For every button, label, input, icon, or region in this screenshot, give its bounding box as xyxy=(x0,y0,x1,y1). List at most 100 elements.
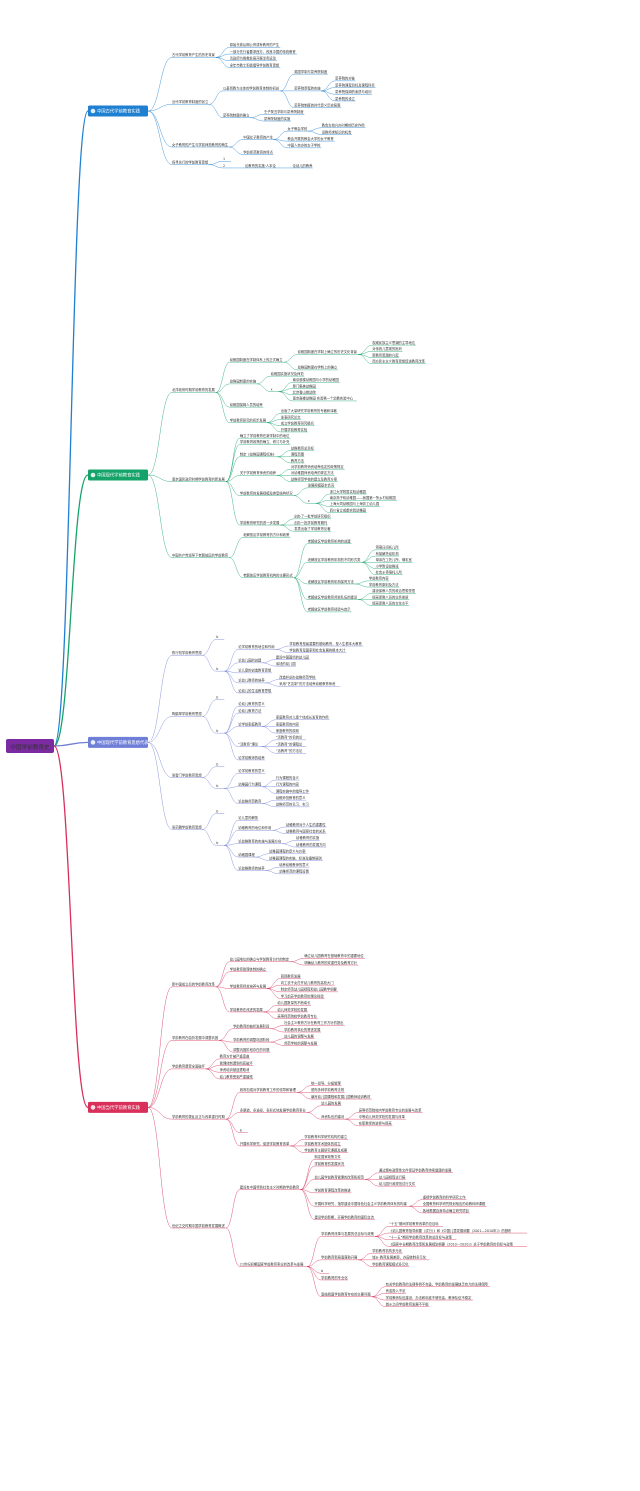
mind-map-node-node[interactable]: 对传统儿童观的批判 xyxy=(372,346,403,352)
branch-node-b2[interactable]: 中国现代学前教育实践 xyxy=(88,469,148,481)
mind-map-node-node[interactable]: 幼稚师范学校的建立及教育方案 xyxy=(290,476,339,482)
mind-map-node-node[interactable]: 学前教育学术团体的成立 xyxy=(304,1141,342,1147)
mind-map-node-b[interactable]: b xyxy=(216,667,225,672)
mind-map-node-node[interactable]: 幼稚园制度在学制体系上的正式确立 xyxy=(229,357,284,363)
mind-map-node-node[interactable]: 高等师范院校学前教育专业 xyxy=(277,1013,318,1019)
mind-map-node-node[interactable]: 学前教育的调整巩固阶段 xyxy=(233,1037,271,1043)
mind-map-node-node[interactable]: 学前教育改革与发展的总目标与政策 xyxy=(321,1231,376,1237)
mind-map-node-node[interactable]: 中国共产党领导下老解放区的学前教育 xyxy=(172,552,230,558)
mind-map-node-node[interactable]: 学前教育课程改革的推进 xyxy=(314,1188,352,1194)
mind-map-node-node[interactable]: 通过颁布政策性文件保证学前教育持续健康的发展 xyxy=(378,1168,453,1173)
mind-map-node-node[interactable]: 学前教育机构多元化 xyxy=(372,1248,403,1254)
mind-map-node-node[interactable]: 一部分先行者要求西方，改良中国的传统教育 xyxy=(229,49,298,55)
mind-map-node-2010-2020[interactable]: 《国家中长期教育改革和发展规划纲要（2010—2020）》关于学前教育的目标与政… xyxy=(389,1241,528,1247)
mind-map-node-node[interactable]: 多渠道、多途径、多形式地发展学前教育事业 xyxy=(239,1107,308,1113)
mind-map-node-node[interactable]: 论学前教育的地位和作用 xyxy=(238,644,276,650)
mind-map-node-node[interactable]: 四川省立成都实验幼稚园 xyxy=(329,507,367,513)
mind-map-node-node[interactable]: 清政府为挽救危局开展洋务运动 xyxy=(229,56,277,61)
mind-map-node-node[interactable]: 成立学前教育研究组织 xyxy=(280,421,315,426)
mind-map-node-node[interactable]: 老解放区学前教育机构的创建 xyxy=(307,538,352,544)
mind-map-node-node[interactable]: 寄宿日间托儿所 xyxy=(375,545,400,551)
mind-map-node-node[interactable]: 在职教师的进修与提高 xyxy=(358,1121,393,1127)
mind-map-node-node[interactable]: 创办了一批学前研究组织 xyxy=(294,514,332,520)
mind-map-node-node[interactable]: 女子教会学校 xyxy=(287,126,308,132)
mind-map-node-node[interactable]: 开展科学研究，促进学前教育改革 xyxy=(239,1141,291,1147)
mind-map-node-node[interactable]: 中国女子教育的产生 xyxy=(243,134,274,140)
mind-map-node-node[interactable]: 老解放区学前教育师资队伍的建设 xyxy=(307,594,359,600)
mind-map-node-node[interactable]: 女子教育的产生与学前师范教育的萌生 xyxy=(172,142,230,148)
mind-map-node-node[interactable]: 学前教师队伍建设、办法和标准不够完善、教师队伍不稳定 xyxy=(385,1295,474,1301)
branch-node-b4[interactable]: 中国当代学前教育实践 xyxy=(88,1101,148,1113)
mind-map-node-node[interactable]: 论幼儿教育方法 xyxy=(238,708,262,714)
mind-map-node-node[interactable]: 论学前教师的培养 xyxy=(238,755,265,761)
mind-map-node-node[interactable]: 建设中国国情的幼儿园 xyxy=(275,654,310,660)
mind-map-node-node[interactable]: 论幼儿的生活教育思想 xyxy=(238,688,272,694)
mind-map-node-node[interactable]: 建设保教人员的政治思想觉悟 xyxy=(372,588,416,594)
mind-map-node-node[interactable]: 城乡之间学前教育发展不平衡 xyxy=(385,1302,430,1307)
mind-map-node-node[interactable]: 陈行知学前教育思想 xyxy=(172,650,202,656)
mind-map-node-node[interactable]: 培养幼稚教师的意义 xyxy=(279,862,310,868)
mind-map-node-node[interactable]: 提高保教人员的文化水平 xyxy=(372,600,410,606)
mind-map-node-node[interactable]: 幼稚园实施状况及师范 xyxy=(270,371,305,377)
mind-map-node-b[interactable]: b xyxy=(216,635,225,640)
mind-map-node-node[interactable]: 以基督教为主体的学前教育体制的初创 xyxy=(223,86,281,92)
mind-map-node-node[interactable]: 蒙养院课程目标及课程科目 xyxy=(335,82,376,88)
mind-map-node-node[interactable]: 南京鼓楼幼稚园 实验第一个幼教实验中心 xyxy=(292,396,357,402)
mind-map-node-node[interactable]: 南京鼓楼幼稚园与小学的幼稚园 xyxy=(292,377,340,383)
mind-map-node-node[interactable]: 开展学前教育实验 xyxy=(280,427,308,433)
mind-map-node-node[interactable]: 社会主义教育方针在教育工作方针的提出 xyxy=(284,1020,345,1026)
mind-map-node-node[interactable]: 北京香山慈幼院 xyxy=(292,390,317,395)
mind-map-node-node[interactable]: 制定《幼稚园课程标准》 xyxy=(239,452,277,458)
mind-map-node-node[interactable]: 教育方法 xyxy=(290,458,305,464)
mind-map-node-node[interactable]: 学前教育是最重要的基础教育，是人生根本大教育 xyxy=(289,641,364,647)
mind-map-node-node[interactable]: “活教育”的目的论 xyxy=(275,735,307,741)
mind-map-node-x[interactable]: x xyxy=(307,499,316,504)
mind-map-node-node[interactable]: 创办一批学前教育期刊 xyxy=(294,520,328,526)
mind-map-node-node[interactable]: 论幼儿的教养 xyxy=(292,163,313,169)
mind-map-node-node[interactable]: 城乡·教育发展差距，办园体制多元化 xyxy=(372,1255,430,1261)
mind-map-node-node[interactable]: 家庭教育的原则 xyxy=(275,728,300,734)
mind-map-node-node[interactable]: 上海大同幼稚园与上海劳工幼儿园 xyxy=(329,501,381,507)
mind-map-node-node[interactable]: 陶鹤琴学前教育思想 xyxy=(172,711,202,717)
mind-map-node-node[interactable]: 幼稚师范的课程设置 xyxy=(279,869,310,875)
mind-map-node-node[interactable]: 高等师范院校内学前教育专业的发展与改革 xyxy=(358,1107,423,1113)
mind-map-node-node[interactable]: 厦门集美幼稚园 xyxy=(292,383,317,389)
mind-map-node-node[interactable]: 教会开展的教会大学的女子教育 xyxy=(287,136,335,142)
mind-map-node-node[interactable]: 古代学前教育产生的历史背景 xyxy=(172,52,216,58)
mind-map-node-node[interactable]: “十五”期间学前教育改革的总目标 xyxy=(389,1221,443,1227)
mind-map-node-node[interactable]: “活教育”的课程论 xyxy=(275,741,307,747)
mind-map-node-node[interactable]: 论学前教育的意义 xyxy=(238,768,265,774)
mind-map-node-node[interactable]: 老解放区学前教育机构的不同形式类 xyxy=(307,557,362,563)
mind-map-node-node[interactable]: 学前教育是国家和社会发展的根本大计 xyxy=(289,648,347,653)
mind-map-node-node[interactable]: 课程范围 xyxy=(290,452,305,458)
mind-map-node-node[interactable]: 幼稚教育总目标 xyxy=(290,445,315,451)
mind-map-node-node[interactable]: 幼儿园地位的确立与学前教育方针的制定 xyxy=(229,957,291,962)
mind-map-node-node[interactable]: 蒙养院制度的实施 xyxy=(263,116,291,122)
mind-map-node-node[interactable]: 各地根据自身特点确立研究项目 xyxy=(422,1208,470,1214)
mind-map-node-node[interactable]: 学前教育的曲折发展阶段 xyxy=(233,1024,271,1029)
mind-map-node-node[interactable]: 论儿童的创造教育思想 xyxy=(238,668,272,674)
mind-map-node-node[interactable]: 论幼稚师范教育 xyxy=(238,798,262,804)
mind-map-node-node[interactable]: 颁布多种学前教育法规 xyxy=(311,1087,345,1093)
mind-map-node-node[interactable]: 学前教育遭受全面破坏 xyxy=(172,1064,206,1070)
mind-map-node-node[interactable]: 重视学前教育的科学研究工作 xyxy=(422,1194,467,1200)
mind-map-node-node[interactable]: 确立了学前教育在新学制中的地位 xyxy=(239,433,291,439)
mind-map-node-node[interactable]: 老解放区学前教育的方针和政策 xyxy=(243,532,291,538)
mind-map-node-21[interactable]: 21世纪初期国家学前教育事业的改革与发展 xyxy=(239,1261,308,1267)
mind-map-node-node[interactable]: 管理体制遭到彻底破坏 xyxy=(219,1060,254,1066)
mind-map-node-node[interactable]: 蒙养院的设立 xyxy=(335,96,356,102)
mind-map-node-node[interactable]: 对幼稚园师资培养的规定方法 xyxy=(290,470,335,476)
mind-map-node-node[interactable]: 学习前苏学前教育的理论经验 xyxy=(280,993,325,999)
mind-map-node-node[interactable]: 师资培训被迫遭取消 xyxy=(219,1067,250,1073)
mind-map-node-node[interactable]: 幼稚园课程的意义与方案 xyxy=(269,849,307,854)
mind-map-node-node[interactable]: 幼稚师范教育的意义 xyxy=(275,795,306,801)
mind-map-node-node[interactable]: “活教育”理论 xyxy=(238,741,262,747)
mind-map-node-node[interactable]: 行为课程的内容 xyxy=(275,782,300,787)
mind-map-node-node[interactable]: 课程实施中的指导工作 xyxy=(275,788,310,794)
mind-map-node-node[interactable]: 原始氏族后期公育或有教育的产生 xyxy=(229,42,281,48)
mind-map-node-node[interactable]: 关于学前教育师资的培养 xyxy=(239,470,277,476)
mind-map-node-node[interactable]: 幼稚园保姆人员的培养 xyxy=(229,402,264,408)
mind-map-node-node[interactable]: 有接解托幼机构 xyxy=(375,551,400,557)
mind-map-node-node[interactable]: 北洋政府时期学前教育的发展 xyxy=(172,387,216,393)
mind-map-node-node[interactable]: 论幼儿园的创建 xyxy=(238,658,262,664)
